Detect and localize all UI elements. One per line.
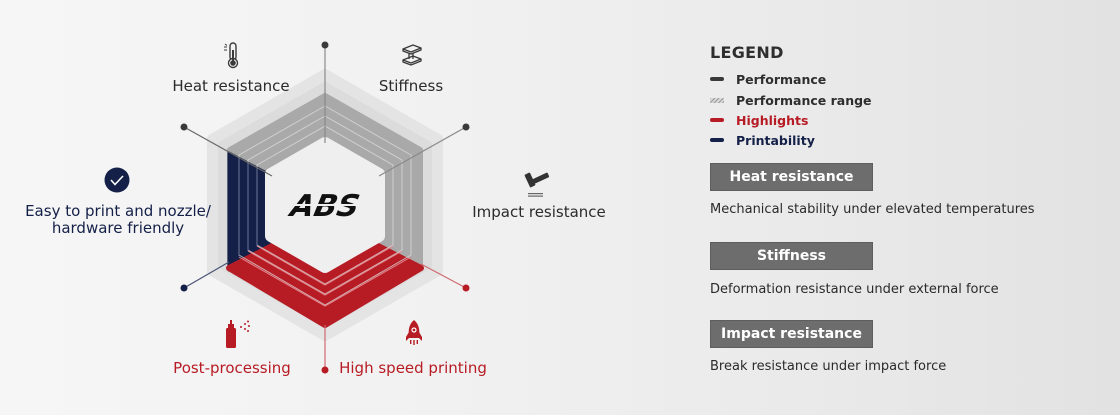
axis-label-easy-to-print-line1: Easy to print and nozzle/ [25, 202, 211, 220]
axis-label-easy-to-print-line2: hardware friendly [51, 219, 185, 237]
legend-label-printability: Printability [736, 132, 815, 148]
legend-swatch-performance-range [710, 97, 724, 103]
axis-label-heat-resistance: Heat resistance [172, 77, 290, 95]
highlights-contours [238, 245, 412, 307]
axis-label-impact-resistance: Impact resistance [472, 203, 606, 221]
thermometer-icon [224, 42, 239, 69]
printability-contours [238, 158, 258, 256]
legend-swatch-printability [710, 138, 724, 142]
hammer-icon [524, 172, 550, 197]
legend-label-performance-range: Performance range [736, 92, 872, 108]
legend-swatch-highlights [710, 118, 724, 122]
legend-item-highlights: Highlights [710, 112, 808, 128]
legend-title: LEGEND [710, 43, 784, 62]
contour-lines [238, 105, 412, 306]
rocket-icon [406, 320, 422, 345]
definition-title-stiffness: Stiffness [710, 242, 873, 270]
legend-item-performance: Performance [710, 71, 826, 87]
definition-title-impact-resistance: Impact resistance [710, 320, 873, 348]
definition-desc-stiffness: Deformation resistance under external fo… [710, 282, 999, 297]
abs-hexagon-diagram: ABS [104, 41, 550, 374]
axis-dots [180, 41, 470, 374]
checkmark-circle-icon [104, 167, 130, 193]
spray-can-icon [226, 320, 250, 348]
legend-label-performance: Performance [736, 71, 827, 87]
axis-label-high-speed-printing: High speed printing [339, 359, 487, 377]
axis-label-post-processing: Post-processing [173, 359, 291, 377]
abs-logo: ABS [286, 189, 363, 224]
legend-item-performance-range: Performance range [710, 92, 872, 108]
i-beam-icon [402, 44, 422, 66]
definition-desc-heat-resistance: Mechanical stability under elevated temp… [710, 202, 1035, 217]
axis-label-stiffness: Stiffness [378, 77, 444, 95]
legend-swatch-performance [710, 77, 724, 81]
definition-title-heat-resistance: Heat resistance [710, 163, 873, 191]
axis-label-easy-to-print: Easy to print and nozzle/ hardware frien… [25, 203, 211, 237]
svg-text:ABS: ABS [286, 189, 363, 224]
definition-desc-impact-resistance: Break resistance under impact force [710, 359, 947, 374]
axis-lines [183, 45, 467, 370]
legend-item-printability: Printability [710, 132, 815, 148]
legend-label-highlights: Highlights [736, 112, 809, 128]
